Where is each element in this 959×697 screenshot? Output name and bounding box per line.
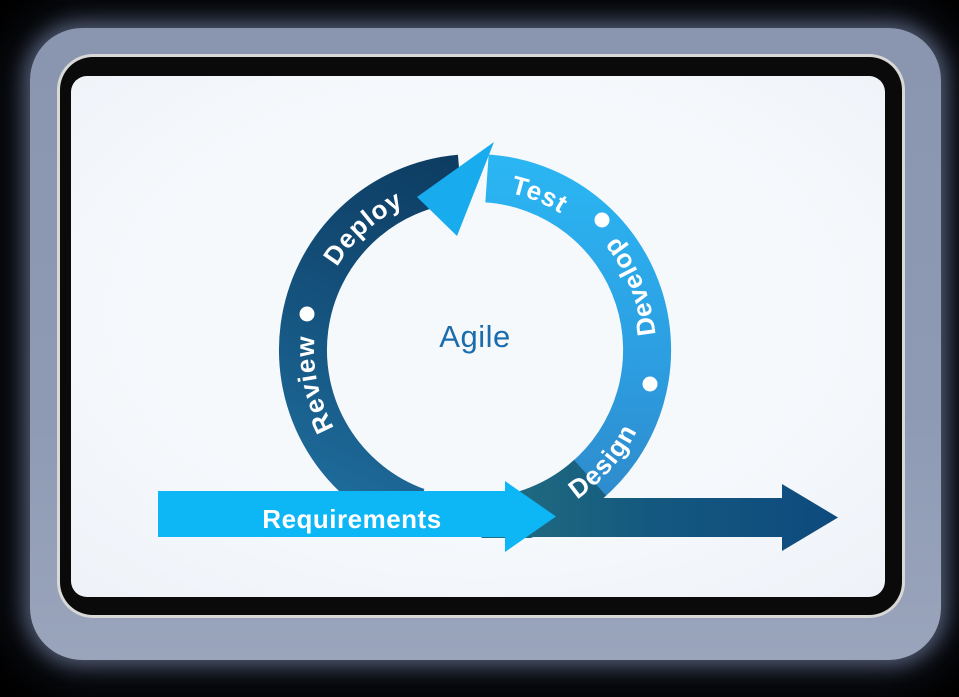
tablet-trim-line xyxy=(57,54,905,618)
tablet-frame xyxy=(30,28,941,660)
tablet-bezel xyxy=(60,57,902,615)
tablet-screen xyxy=(71,76,885,597)
